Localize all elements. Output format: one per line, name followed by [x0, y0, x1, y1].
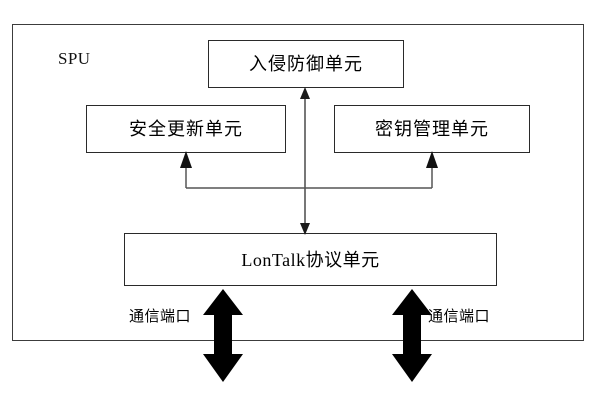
- block-security-update-unit[interactable]: 安全更新单元: [86, 105, 286, 153]
- block-label-intrusion-prevention-unit: 入侵防御单元: [249, 54, 363, 74]
- comm-port-left-label: 通信端口: [129, 309, 192, 325]
- block-lontalk-protocol-unit[interactable]: LonTalk协议单元: [124, 233, 497, 286]
- spu-container-frame: [12, 24, 584, 341]
- block-intrusion-prevention-unit[interactable]: 入侵防御单元: [208, 40, 404, 88]
- block-key-management-unit[interactable]: 密钥管理单元: [334, 105, 530, 153]
- block-label-key-management-unit: 密钥管理单元: [375, 119, 489, 139]
- comm-port-right-label: 通信端口: [428, 309, 491, 325]
- block-label-security-update-unit: 安全更新单元: [129, 119, 243, 139]
- block-label-lontalk-protocol-unit: LonTalk协议单元: [241, 249, 380, 270]
- spu-label: SPU: [58, 49, 91, 68]
